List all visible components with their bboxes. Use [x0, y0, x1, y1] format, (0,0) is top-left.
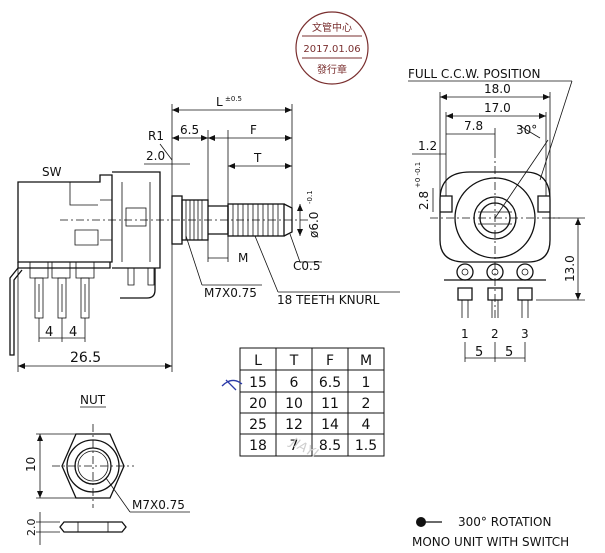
legend: 300° ROTATION MONO UNIT WITH SWITCH	[412, 515, 569, 549]
dim-1-2: 1.2	[418, 139, 437, 153]
table-cell: 2	[362, 396, 371, 412]
table-cell: 10	[285, 396, 303, 412]
table-cell: 6.5	[319, 375, 341, 391]
dim-18-0: 18.0	[484, 82, 511, 96]
dimension-table: L T F M 15 6 6.5 1 20 10 11 2 25 12 14 4…	[221, 347, 385, 462]
table-header-m: M	[360, 353, 372, 369]
knurl-label: 18 TEETH KNURL	[277, 293, 380, 307]
pin-3-label: 3	[521, 327, 529, 341]
dim-6-5: 6.5	[180, 123, 199, 137]
sw-label: SW	[42, 165, 62, 179]
pin-2-label: 2	[491, 327, 499, 341]
table-cell: 4	[362, 417, 371, 433]
dim-13-0: 13.0	[563, 255, 577, 282]
dim-4b: 4	[69, 325, 77, 340]
table-cell: 12	[285, 417, 303, 433]
stamp-date: 2017.01.06	[303, 44, 360, 55]
pen-mark-icon	[221, 379, 243, 391]
l-dim-tol: ±0.5	[225, 95, 242, 103]
nut-view: NUT 10 M7X0.75 2.0	[24, 393, 190, 545]
dim-5a: 5	[475, 345, 483, 360]
table-header-t: T	[289, 353, 299, 369]
r1-label: R1	[148, 129, 164, 143]
nut-dim-2-0: 2.0	[25, 519, 38, 537]
l-dim-label: L	[216, 95, 223, 109]
dim-4a: 4	[45, 325, 53, 340]
dim-2-8-tol: +0 -0.1	[414, 162, 422, 188]
table-cell: 8.5	[319, 438, 341, 454]
t-dim-label: T	[253, 151, 262, 165]
dim-26-5: 26.5	[70, 350, 101, 366]
table-cell: 18	[249, 438, 267, 454]
stamp-line3: 發行章	[317, 63, 347, 76]
side-dimensions: L ±0.5 6.5 F T R1 2.0 SW ø6.0 -0.1 C0.5 …	[18, 95, 400, 369]
dim-5b: 5	[505, 345, 513, 360]
dim-2-0: 2.0	[146, 149, 165, 163]
table-header-l: L	[254, 353, 262, 369]
table-cell: 15	[249, 375, 267, 391]
f-dim-label: F	[250, 123, 257, 137]
side-view	[9, 104, 310, 372]
table-cell: 11	[321, 396, 339, 412]
release-stamp: 文管中心 2017.01.06 發行章	[295, 11, 369, 85]
dim-30: 30°	[516, 123, 537, 137]
thread-main-label: M7X0.75	[204, 286, 257, 300]
table-cell: 25	[249, 417, 267, 433]
nut-label: NUT	[80, 393, 106, 407]
table-cell: 7	[290, 438, 299, 454]
full-ccw-label: FULL C.C.W. POSITION	[408, 67, 541, 81]
front-dimensions: 18.0 17.0 7.8 30° 1.2 2.8 +0 -0.1 13.0 1…	[412, 82, 585, 362]
table-cell: 1.5	[355, 438, 377, 454]
table-cell: 14	[321, 417, 339, 433]
shaft-dia-tol: -0.1	[306, 190, 314, 204]
nut-thread-label: M7X0.75	[132, 498, 185, 512]
switch-pins	[34, 277, 90, 319]
pin-1-label: 1	[461, 327, 469, 341]
table-cell: 6	[290, 375, 299, 391]
chamfer-label: C0.5	[293, 259, 320, 273]
dim-7-8: 7.8	[464, 119, 483, 133]
table-cell: 20	[249, 396, 267, 412]
rotation-label: 300° ROTATION	[458, 515, 551, 529]
mono-label: MONO UNIT WITH SWITCH	[412, 535, 569, 549]
dim-2-8: 2.8	[417, 191, 431, 210]
dim-17-0: 17.0	[484, 101, 511, 115]
table-header-f: F	[326, 353, 334, 369]
stamp-line1: 文管中心	[312, 21, 352, 34]
front-view: FULL C.C.W. POSITION	[408, 67, 573, 320]
shaft-dia-label: ø6.0	[307, 212, 321, 238]
m-dim-label: M	[238, 251, 248, 265]
table-cell: 1	[362, 375, 371, 391]
nut-dim-10: 10	[24, 457, 38, 472]
